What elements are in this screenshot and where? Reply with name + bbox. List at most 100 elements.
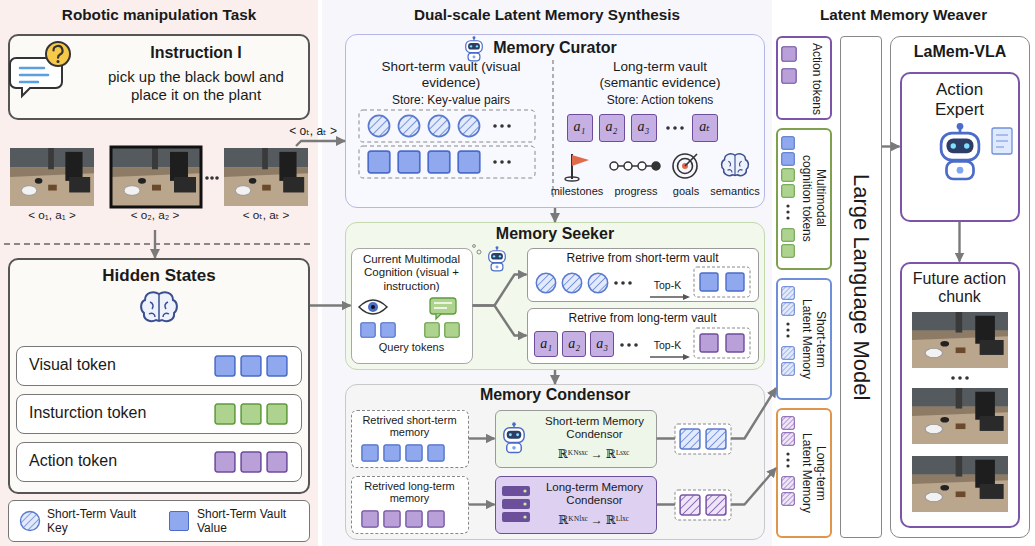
goal-icon bbox=[682, 163, 688, 169]
retrieved-keys bbox=[562, 273, 581, 292]
robot-icon bbox=[473, 245, 476, 248]
box-title: Hidden States bbox=[10, 266, 308, 286]
instruction-box: Instruction Ipick up the black bowl and … bbox=[8, 34, 310, 120]
icon-caption: milestones bbox=[546, 185, 608, 198]
flow-arrow bbox=[882, 145, 900, 147]
ellipsis-dots bbox=[205, 176, 209, 180]
retrieved-keys bbox=[588, 273, 607, 292]
short-term-vault bbox=[458, 115, 479, 136]
short-term-vault bbox=[493, 124, 497, 128]
legend: Short-Term Vault KeyShort-Term Vault Val… bbox=[8, 500, 310, 542]
column-squares bbox=[782, 245, 795, 258]
token-row: Insturction token bbox=[16, 394, 302, 434]
chat-icon bbox=[434, 307, 447, 309]
flow-arrow bbox=[310, 304, 351, 306]
token-squares bbox=[215, 356, 287, 472]
action-token: a₃ bbox=[590, 331, 614, 357]
retrieved-memory-box: Retrived long-term memory bbox=[351, 476, 469, 534]
query-tokens bbox=[445, 323, 459, 337]
retrieved-actions bbox=[683, 354, 690, 360]
vault-divider bbox=[552, 60, 553, 200]
milestone-icon bbox=[571, 154, 573, 179]
token-label: a₁ bbox=[574, 119, 586, 136]
condensed-memory bbox=[675, 490, 731, 520]
retrieved-keys bbox=[536, 273, 555, 292]
condensed-memory bbox=[675, 424, 731, 520]
short-term-vault bbox=[368, 115, 389, 136]
column-squares bbox=[782, 137, 795, 150]
token-label: a₃ bbox=[596, 336, 608, 353]
panel: Latent Memory WeaverAction tokensMultimo… bbox=[772, 0, 1035, 546]
milestone-icon bbox=[565, 154, 589, 181]
row-label: Insturction token bbox=[29, 404, 209, 423]
retrieved-keys bbox=[683, 294, 690, 300]
frame-label: < o₂, a₂ > bbox=[108, 208, 202, 222]
token-label: a₂ bbox=[606, 119, 618, 136]
short-term-vault bbox=[500, 124, 504, 128]
row-label: Action token bbox=[29, 452, 209, 471]
short-term-vault bbox=[507, 124, 511, 128]
token-squares bbox=[267, 452, 287, 472]
model-box: LaMem-VLAAction ExpertFuture action chun… bbox=[890, 36, 1030, 538]
instruction-icon bbox=[10, 58, 62, 96]
condensed-memory bbox=[680, 429, 700, 449]
box-text: Retrived long-term memory bbox=[355, 480, 465, 506]
ellipsis-dots bbox=[673, 126, 677, 130]
flow-arrow bbox=[469, 503, 495, 505]
row-label: Visual token bbox=[29, 356, 209, 375]
box-title: Instruction I bbox=[90, 44, 302, 63]
robot-icon bbox=[473, 245, 506, 271]
icon-caption: semantics bbox=[708, 185, 762, 198]
flow-arrow bbox=[473, 275, 527, 306]
retrieve-box: Retrive from long-term vaultTop-Ka₁a₂a₃ bbox=[527, 308, 759, 364]
token-label: a₁ bbox=[540, 336, 552, 353]
progress-icon bbox=[638, 162, 646, 170]
condensor-icon bbox=[504, 422, 524, 452]
memory-squares bbox=[428, 511, 444, 527]
chat-icon bbox=[430, 298, 456, 319]
progress-icon bbox=[610, 162, 618, 170]
retrieved-actions bbox=[726, 334, 744, 352]
token-squares bbox=[215, 404, 235, 424]
vault-title: Short-term vault (visual evidence) bbox=[376, 59, 526, 91]
condensed-memory bbox=[680, 495, 700, 515]
box-text: Retrive from short-term vault bbox=[532, 251, 754, 265]
topk-label: Top-K bbox=[646, 279, 690, 291]
legend-swatch bbox=[21, 512, 40, 531]
action-token: aₜ bbox=[692, 114, 718, 142]
flow-arrow bbox=[657, 388, 777, 439]
flow-arrow bbox=[554, 370, 556, 384]
instruction-icon bbox=[20, 67, 44, 70]
ellipsis-dots bbox=[215, 176, 219, 180]
retrieved-keys bbox=[621, 281, 625, 285]
observation-frame bbox=[111, 147, 201, 207]
observation-frame: < o₂, a₂ > bbox=[108, 146, 202, 230]
expert-robot bbox=[996, 141, 1008, 142]
curator-box: Memory CuratorShort-term vault (visual e… bbox=[345, 34, 765, 208]
column-squares bbox=[782, 417, 795, 430]
ellipsis-dots bbox=[666, 126, 684, 130]
retrieved-actions bbox=[700, 334, 718, 352]
short-term-vault bbox=[500, 160, 504, 164]
panel: Robotic manipulation TaskInstruction Ipi… bbox=[0, 0, 318, 546]
retrieved-actions bbox=[634, 343, 638, 347]
observation-frame: < o₁, a₁ > bbox=[8, 146, 96, 230]
retrieved-keys bbox=[628, 281, 632, 285]
box-text: Retrive from long-term vault bbox=[532, 311, 754, 325]
goal-icon bbox=[685, 154, 697, 166]
goal-icon bbox=[673, 154, 697, 178]
column-squares bbox=[786, 334, 789, 337]
condensed-memory bbox=[706, 429, 726, 449]
short-term-vault bbox=[359, 110, 535, 178]
ellipsis-dots bbox=[680, 126, 684, 130]
token-squares bbox=[215, 452, 235, 472]
retrieved-actions bbox=[620, 328, 750, 360]
retrieved-keys bbox=[614, 281, 618, 285]
server-icon bbox=[502, 486, 530, 522]
memory-squares bbox=[428, 445, 444, 461]
condensor-box: Memory CondensorRetrived short-term memo… bbox=[345, 384, 765, 540]
observation-frame bbox=[10, 147, 308, 207]
instruction-icon bbox=[20, 81, 38, 84]
column-squares bbox=[786, 204, 789, 207]
memory-squares bbox=[406, 445, 422, 461]
